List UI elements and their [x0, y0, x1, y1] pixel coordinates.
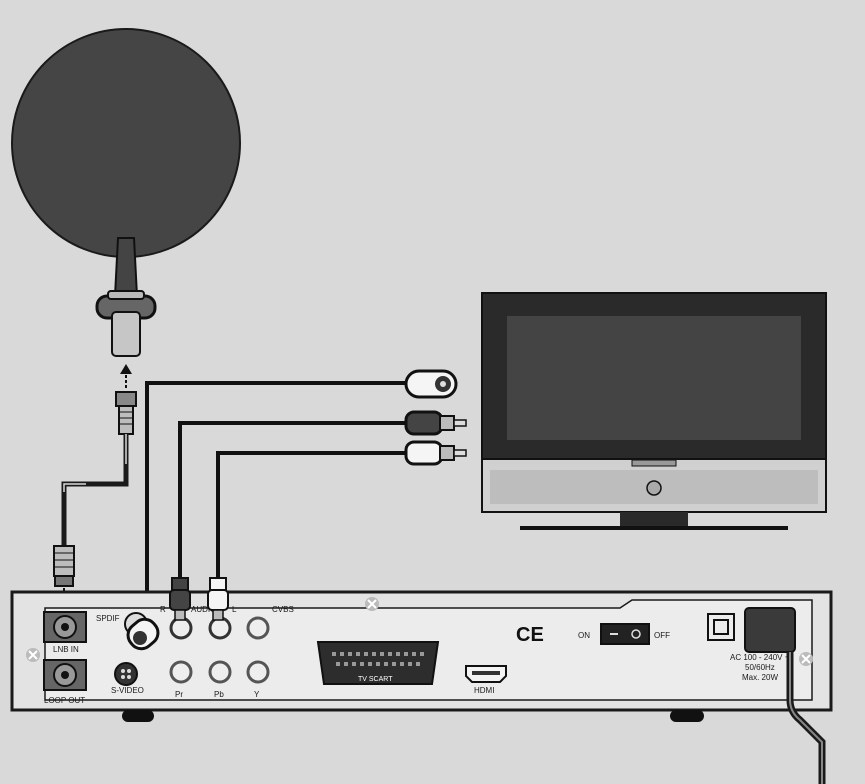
screw-icon — [365, 597, 379, 611]
s-video-plug-tv — [404, 369, 458, 399]
television — [481, 292, 827, 530]
pb-label: Pb — [214, 690, 224, 699]
pb-port — [208, 660, 232, 684]
hdmi-port — [465, 665, 507, 683]
audio-l-plug-receiver — [207, 577, 229, 621]
power-plug — [744, 607, 796, 653]
power-switch — [600, 623, 650, 645]
audio-l-port — [208, 616, 232, 640]
switch-on-label: ON — [578, 631, 590, 640]
pr-port — [169, 660, 193, 684]
loop-out-port — [43, 659, 87, 691]
lnb-in-port — [43, 611, 87, 643]
cvbs-label: CVBS — [272, 605, 294, 614]
ce-mark: CE — [516, 624, 544, 646]
receiver-foot-right — [670, 710, 704, 722]
receiver-foot-left — [122, 710, 154, 722]
lnb-in-label: LNB IN — [53, 645, 79, 654]
f-connector-receiver — [53, 545, 75, 611]
tv-stand-base — [520, 526, 788, 530]
satellite-dish — [11, 28, 241, 388]
screw-icon — [26, 648, 40, 662]
s-video-plug-receiver — [126, 617, 160, 651]
s-video-cable — [145, 381, 408, 632]
audio-r-port — [169, 616, 193, 640]
audio-r-label: R — [160, 605, 166, 614]
receiver-back-panel: LNB IN LOOP OUT SPDIF S-VIDEO R AUDIO L … — [10, 577, 833, 722]
tv-screen — [507, 316, 801, 440]
s-video-label: S-VIDEO — [111, 686, 144, 695]
dish-reflector — [11, 28, 241, 258]
audio-r-plug-tv — [404, 410, 467, 436]
y-port — [246, 660, 270, 684]
audio-l-cable — [216, 451, 408, 578]
dish-arm — [113, 237, 139, 297]
audio-l-label: L — [232, 605, 237, 614]
double-insulation-icon — [707, 613, 735, 641]
arrow-up-icon — [120, 364, 132, 374]
lnb — [95, 290, 157, 357]
y-label: Y — [254, 690, 260, 699]
screw-icon — [799, 652, 813, 666]
tv-scart-port — [316, 641, 440, 685]
spdif-label: SPDIF — [96, 614, 120, 623]
s-video-port — [114, 662, 138, 686]
cvbs-port — [246, 616, 270, 640]
power-rating-line2: 50/60Hz — [745, 663, 775, 672]
tv-stand-neck — [620, 512, 688, 526]
audio-l-plug-tv — [404, 440, 467, 466]
loop-out-label: LOOP OUT — [44, 696, 85, 705]
audio-r-cable — [178, 421, 408, 578]
coax-cable — [61, 434, 129, 546]
power-rating-line3: Max. 20W — [742, 673, 778, 682]
power-rating-line1: AC 100 - 240V ~ — [730, 653, 790, 662]
hdmi-label: HDMI — [474, 686, 494, 695]
pr-label: Pr — [175, 690, 183, 699]
tv-power-icon — [646, 480, 662, 496]
switch-off-label: OFF — [654, 631, 670, 640]
audio-label: AUDIO — [191, 605, 216, 614]
f-connector-lnb — [115, 391, 137, 435]
audio-r-plug-receiver — [169, 577, 191, 621]
av-cables — [145, 381, 408, 632]
tv-scart-label: TV SCART — [358, 676, 393, 683]
